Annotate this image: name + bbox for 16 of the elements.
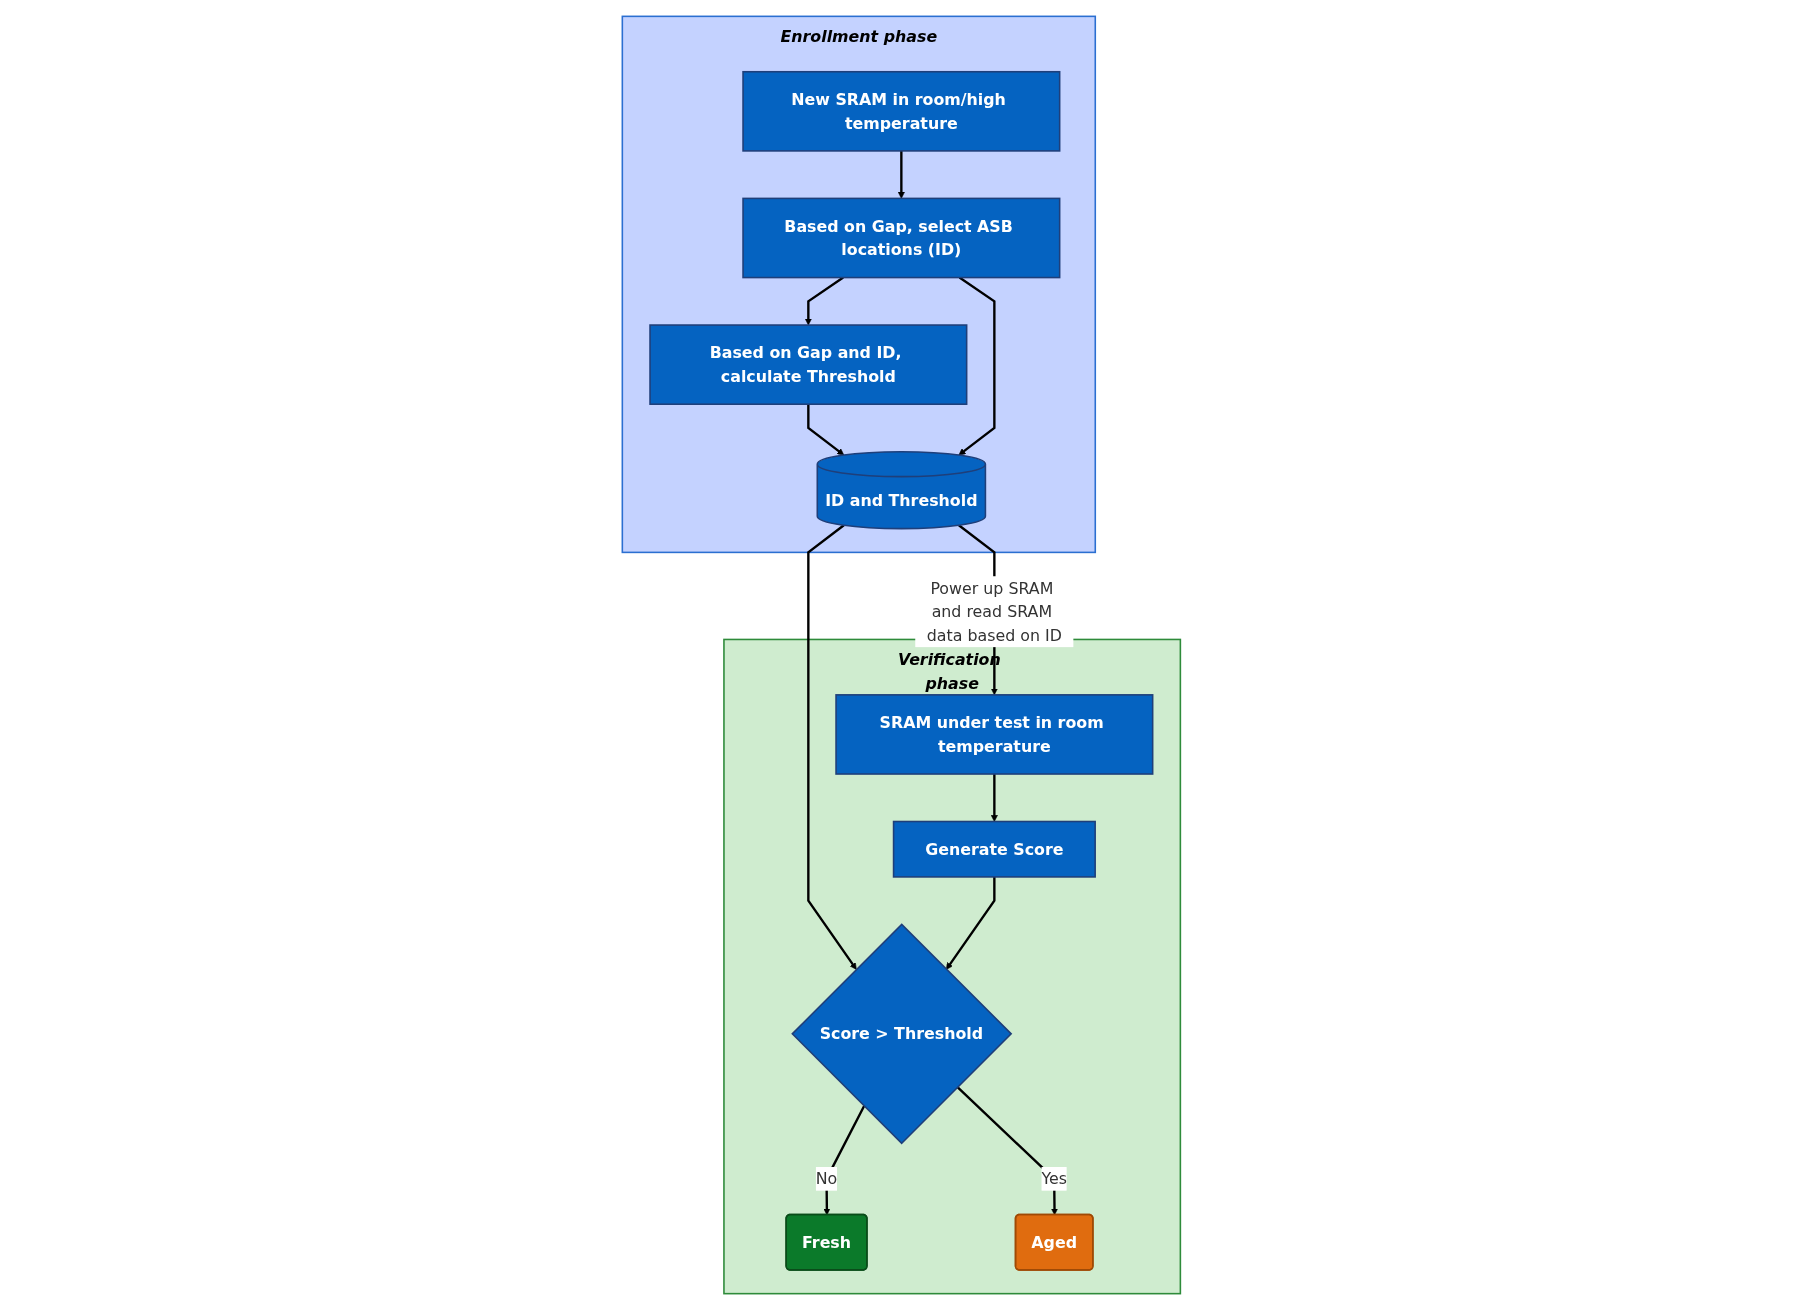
arrow: [990, 774, 998, 822]
arrow: [945, 876, 996, 970]
edge-label: Yes: [1041, 1169, 1067, 1189]
node-box: Based on Gap, select ASB locations (ID): [741, 197, 1061, 279]
arrow: [897, 150, 905, 199]
arrow: [823, 1105, 865, 1216]
node-box: SRAM under test in room temperature: [834, 694, 1154, 775]
node-box: Based on Gap and ID, calculate Threshold: [648, 324, 968, 405]
arrow: [958, 276, 996, 456]
node-diamond: Score > Threshold: [790, 923, 1012, 1145]
edge-label: No: [815, 1169, 837, 1189]
arrow: [804, 276, 844, 326]
arrow: [806, 524, 857, 970]
node-box: Generate Score: [892, 820, 1096, 878]
node-box: New SRAM in room/high temperature: [741, 70, 1061, 152]
arrow: [806, 404, 844, 456]
